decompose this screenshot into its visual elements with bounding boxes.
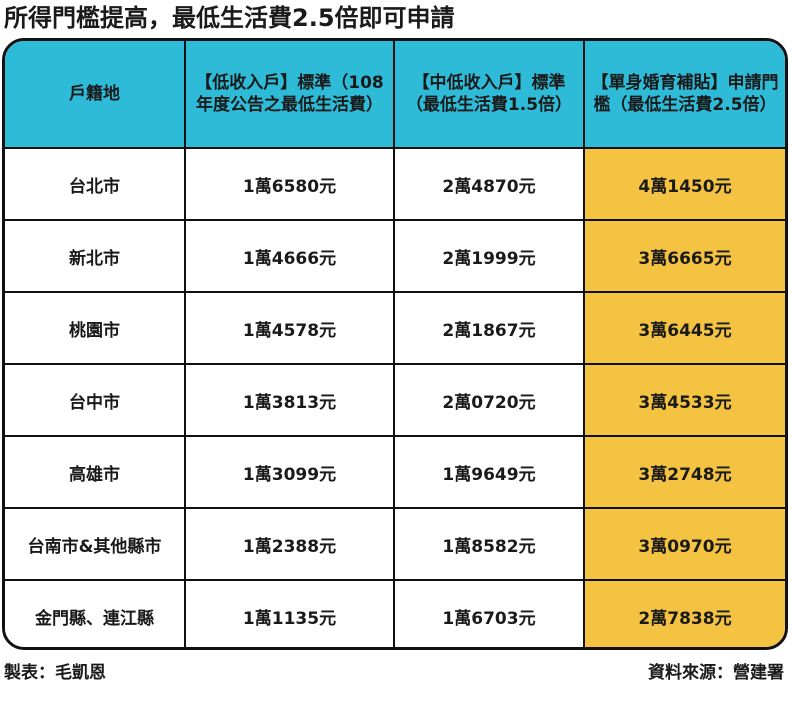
cell-region: 金門縣、連江縣 [5,579,186,647]
cell-low-income: 1萬4666元 [184,219,395,293]
cell-subsidy-threshold: 3萬4533元 [583,363,785,437]
cell-low-income: 1萬4578元 [184,291,395,365]
cell-low-income: 1萬3099元 [184,435,395,509]
header-region: 戶籍地 [5,41,186,149]
cell-mid-low-income: 1萬9649元 [393,435,585,509]
cell-mid-low-income: 2萬1999元 [393,219,585,293]
cell-mid-low-income: 2萬0720元 [393,363,585,437]
table-row: 桃園市 1萬4578元 2萬1867元 3萬6445元 [5,291,785,365]
cell-subsidy-threshold: 3萬0970元 [583,507,785,581]
cell-region: 台北市 [5,147,186,221]
cell-subsidy-threshold: 3萬6665元 [583,219,785,293]
header-low-income: 【低收入戶】標準（108年度公告之最低生活費） [184,41,395,149]
cell-region: 桃園市 [5,291,186,365]
table-header-row: 戶籍地 【低收入戶】標準（108年度公告之最低生活費） 【中低收入戶】標準（最低… [5,41,785,149]
cell-low-income: 1萬6580元 [184,147,395,221]
table-row: 高雄市 1萬3099元 1萬9649元 3萬2748元 [5,435,785,509]
table-row: 金門縣、連江縣 1萬1135元 1萬6703元 2萬7838元 [5,579,785,647]
table-row: 台中市 1萬3813元 2萬0720元 3萬4533元 [5,363,785,437]
cell-region: 高雄市 [5,435,186,509]
cell-mid-low-income: 2萬4870元 [393,147,585,221]
table-row: 新北市 1萬4666元 2萬1999元 3萬6665元 [5,219,785,293]
income-threshold-table: 戶籍地 【低收入戶】標準（108年度公告之最低生活費） 【中低收入戶】標準（最低… [2,38,788,650]
table-row: 台北市 1萬6580元 2萬4870元 4萬1450元 [5,147,785,221]
header-mid-low-income: 【中低收入戶】標準（最低生活費1.5倍） [393,41,585,149]
cell-low-income: 1萬1135元 [184,579,395,647]
cell-mid-low-income: 2萬1867元 [393,291,585,365]
cell-mid-low-income: 1萬6703元 [393,579,585,647]
cell-subsidy-threshold: 4萬1450元 [583,147,785,221]
page-title: 所得門檻提高，最低生活費2.5倍即可申請 [4,4,455,32]
cell-region: 新北市 [5,219,186,293]
cell-region: 台南市&其他縣市 [5,507,186,581]
data-source: 資料來源：營建署 [648,663,784,683]
cell-subsidy-threshold: 3萬6445元 [583,291,785,365]
cell-subsidy-threshold: 2萬7838元 [583,579,785,647]
cell-low-income: 1萬3813元 [184,363,395,437]
author-credit: 製表：毛凱恩 [4,663,106,683]
cell-region: 台中市 [5,363,186,437]
table-row: 台南市&其他縣市 1萬2388元 1萬8582元 3萬0970元 [5,507,785,581]
cell-mid-low-income: 1萬8582元 [393,507,585,581]
cell-subsidy-threshold: 3萬2748元 [583,435,785,509]
header-subsidy-threshold: 【單身婚育補貼】申請門檻（最低生活費2.5倍） [583,41,785,149]
cell-low-income: 1萬2388元 [184,507,395,581]
